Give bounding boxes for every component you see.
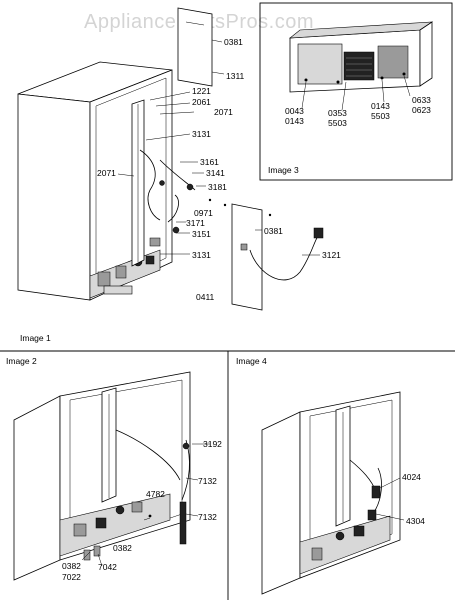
callout-0143: 0143 [371,101,390,111]
image3-label: Image 3 [268,165,299,175]
callout-4304: 4304 [406,516,425,526]
callout-0971: 0971 [194,208,213,218]
image2-label: Image 2 [6,356,37,366]
image2-callouts: 3192 4782 7132 7132 0382 0382 7022 7042 [62,439,222,582]
image4-label: Image 4 [236,356,267,366]
image3-frame [259,2,453,181]
callout-3171: 3171 [186,218,205,228]
callout-0411: 0411 [196,292,215,302]
callout-0143: 0143 [285,116,304,126]
callout-4024: 4024 [402,472,421,482]
callout-0623: 0623 [412,105,431,115]
image1-label: Image 1 [20,333,51,343]
callout-7022: 7022 [62,572,81,582]
callout-0043: 0043 [285,106,304,116]
callout-0382: 0382 [62,561,81,571]
callout-2071: 2071 [97,168,116,178]
image2-refrigerator-detail [13,371,210,581]
callout-3121: 3121 [322,250,341,260]
callout-3131: 3131 [192,129,211,139]
callout-5503: 5503 [371,111,390,121]
callout-4782: 4782 [146,489,165,499]
callout-0381: 0381 [264,226,283,236]
callout-7132: 7132 [198,512,217,522]
callout-0381: 0381 [224,37,243,47]
callout-3131: 3131 [192,250,211,260]
image1-callouts: 0381 1311 1221 2061 2071 3131 2071 3161 … [97,37,341,302]
callout-7042: 7042 [98,562,117,572]
callout-1311: 1311 [226,71,245,81]
callout-3192: 3192 [203,439,222,449]
image4-callouts: 4024 4304 [402,472,425,526]
callout-2061: 2061 [192,97,211,107]
callout-3161: 3161 [200,157,219,167]
callout-2071: 2071 [214,107,233,117]
callout-5503: 5503 [328,118,347,128]
callout-0633: 0633 [412,95,431,105]
image3-callouts: 0043 0143 0353 5503 0143 5503 0633 0623 [285,95,431,128]
callout-3181: 3181 [208,182,227,192]
image3-compressor-area [289,21,434,111]
callout-0382: 0382 [113,543,132,553]
callout-3151: 3151 [192,229,211,239]
callout-7132: 7132 [198,476,217,486]
callout-1221: 1221 [192,86,211,96]
image4-refrigerator-detail [261,391,405,595]
callout-3141: 3141 [206,168,225,178]
callout-0353: 0353 [328,108,347,118]
image1-refrigerator [17,7,324,311]
